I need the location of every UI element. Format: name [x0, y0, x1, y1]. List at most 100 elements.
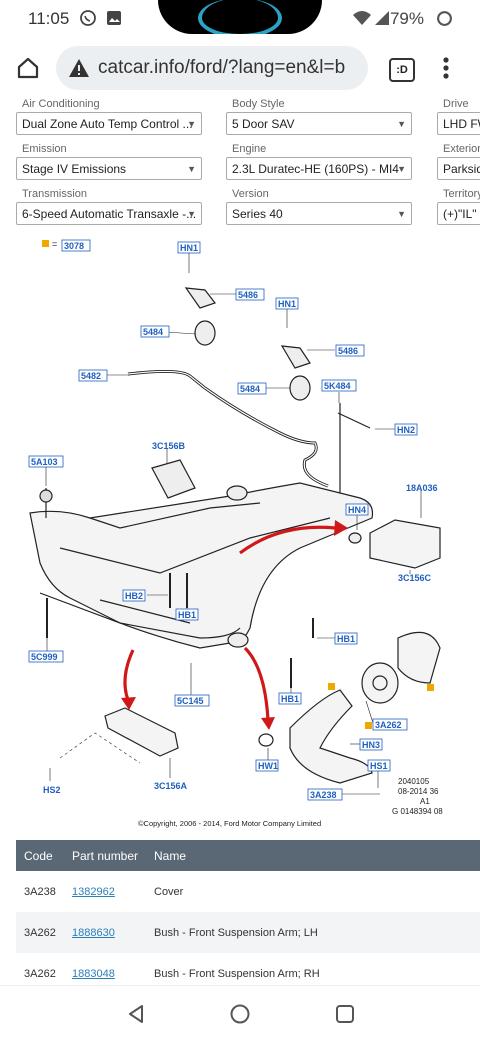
part-name: Cover: [154, 885, 184, 898]
status-time: 11:05: [28, 9, 70, 28]
part-callout-hs1[interactable]: HS1: [367, 759, 391, 772]
home-icon[interactable]: [16, 56, 40, 80]
part-callout-3a238[interactable]: 3A238: [307, 788, 343, 801]
more-menu-icon[interactable]: [440, 56, 452, 80]
vehicle-filters: Air Conditioning Dual Zone Auto Temp Con…: [0, 96, 480, 228]
part-callout-3a262[interactable]: 3A262: [372, 718, 408, 731]
part-code: 3A238: [24, 885, 56, 898]
chevron-down-icon: ▼: [397, 119, 406, 129]
select-value: Dual Zone Auto Temp Control ...: [22, 117, 193, 131]
select-body-style[interactable]: 5 Door SAV▼: [226, 112, 412, 135]
svg-text:5482: 5482: [81, 371, 101, 381]
select-value: Parksid: [443, 162, 480, 176]
svg-text:3A262: 3A262: [375, 720, 402, 730]
part-callout-hn4[interactable]: HN4: [345, 503, 369, 516]
filter-label-version: Version: [232, 188, 269, 200]
part-callout-5486[interactable]: 5486: [235, 288, 265, 301]
svg-text:3C156C: 3C156C: [398, 573, 432, 583]
back-icon[interactable]: [126, 1004, 146, 1024]
svg-text:3A238: 3A238: [310, 790, 337, 800]
part-callout-hn1[interactable]: HN1: [275, 297, 299, 310]
part-callout-5484[interactable]: 5484: [237, 382, 267, 395]
table-row: 3A262 1883048 Bush - Front Suspension Ar…: [16, 953, 480, 994]
part-callout-hb1[interactable]: HB1: [175, 608, 199, 621]
part-callout-hb1[interactable]: HB1: [278, 692, 302, 705]
part-number-link[interactable]: 1382962: [72, 885, 115, 898]
select-version[interactable]: Series 40 ▼: [226, 202, 412, 225]
battery-percent: 79%: [389, 9, 424, 28]
gallery-icon: [107, 11, 121, 25]
part-callout-hw1[interactable]: HW1: [255, 759, 279, 772]
part-callout-5a103[interactable]: 5A103: [28, 455, 64, 468]
parts-table: Code Part number Name 3A238 1382962 Cove…: [16, 840, 480, 994]
part-number-link[interactable]: 1883048: [72, 967, 115, 980]
part-callout-5k484[interactable]: 5K484: [321, 379, 357, 392]
svg-text:HS1: HS1: [370, 761, 388, 771]
signal-icon: [375, 11, 389, 25]
warning-icon[interactable]: [68, 57, 90, 79]
part-callout-hn2[interactable]: HN2: [394, 423, 418, 436]
svg-text:HN3: HN3: [362, 740, 380, 750]
part-callout-3c156c[interactable]: 3C156C: [398, 573, 432, 583]
part-callout-hb2[interactable]: HB2: [122, 589, 146, 602]
filter-label-emission: Emission: [22, 143, 67, 155]
part-callout-3c156b[interactable]: 3C156B: [152, 441, 186, 451]
select-value: Stage IV Emissions: [22, 162, 127, 176]
browser-toolbar: catcar.info/ford/?lang=en&l=b :D: [0, 38, 480, 100]
chevron-down-icon: ▼: [397, 209, 406, 219]
chevron-down-icon: ▼: [187, 209, 196, 219]
chevron-down-icon: ▼: [397, 164, 406, 174]
wifi-icon: [353, 11, 371, 25]
part-callout-5482[interactable]: 5482: [78, 369, 108, 382]
filter-label-exterior: Exterior: [443, 143, 480, 155]
part-callout-hb1[interactable]: HB1: [334, 632, 358, 645]
url-text[interactable]: catcar.info/ford/?lang=en&l=b: [98, 57, 346, 78]
svg-text:HN1: HN1: [180, 243, 198, 253]
battery-icon: [437, 11, 452, 26]
address-bar[interactable]: catcar.info/ford/?lang=en&l=b: [56, 46, 368, 90]
select-territory[interactable]: (+)"IL": [437, 202, 480, 225]
filter-label-transmission: Transmission: [22, 188, 87, 200]
select-exterior[interactable]: Parksid: [437, 157, 480, 180]
select-engine[interactable]: 2.3L Duratec-HE (160PS) - MI4▼: [226, 157, 412, 180]
part-callout-18a036[interactable]: 18A036: [406, 483, 438, 493]
part-callout-5c145[interactable]: 5C145: [174, 694, 210, 707]
part-callout-hn3[interactable]: HN3: [359, 738, 383, 751]
part-callout-hn1[interactable]: HN1: [177, 241, 201, 254]
select-value: 2.3L Duratec-HE (160PS) - MI4: [232, 162, 399, 176]
svg-text:5A103: 5A103: [31, 457, 58, 467]
svg-text:5C145: 5C145: [177, 696, 204, 706]
svg-text:5K484: 5K484: [324, 381, 351, 391]
svg-text:HS2: HS2: [43, 785, 61, 795]
svg-text:HB1: HB1: [178, 610, 196, 620]
select-emission[interactable]: Stage IV Emissions▼: [16, 157, 202, 180]
legend-callout[interactable]: 3078: [61, 239, 91, 252]
select-value: Series 40: [232, 207, 283, 221]
select-drive[interactable]: LHD FW: [437, 112, 480, 135]
part-code: 3A262: [24, 967, 56, 980]
part-name: Bush - Front Suspension Arm; LH: [146, 912, 480, 953]
select-value: LHD FW: [443, 117, 480, 131]
svg-text:5486: 5486: [338, 346, 358, 356]
home-nav-icon[interactable]: [229, 1003, 251, 1025]
table-row: 3A238 1382962 Cover: [16, 871, 480, 912]
part-callout-5c999[interactable]: 5C999: [28, 650, 64, 663]
part-callout-hs2[interactable]: HS2: [43, 785, 61, 795]
part-number-link[interactable]: 1888630: [72, 926, 115, 939]
recents-icon[interactable]: [335, 1004, 355, 1024]
select-transmission[interactable]: 6-Speed Automatic Transaxle -...▼: [16, 202, 202, 225]
part-callout-3c156a[interactable]: 3C156A: [154, 781, 188, 791]
column-header-name: Name: [146, 840, 480, 871]
tab-switcher-button[interactable]: :D: [389, 58, 415, 82]
filter-label-body-style: Body Style: [232, 98, 285, 110]
chevron-down-icon: ▼: [187, 119, 196, 129]
svg-text:5484: 5484: [143, 327, 163, 337]
select-air-conditioning[interactable]: Dual Zone Auto Temp Control ...▼: [16, 112, 202, 135]
svg-text:18A036: 18A036: [406, 483, 438, 493]
part-callout-5486[interactable]: 5486: [335, 344, 365, 357]
svg-text:HB1: HB1: [337, 634, 355, 644]
whatsapp-icon: [80, 10, 96, 26]
table-header-row: Code Part number Name: [16, 840, 480, 871]
part-callout-5484[interactable]: 5484: [140, 325, 170, 338]
